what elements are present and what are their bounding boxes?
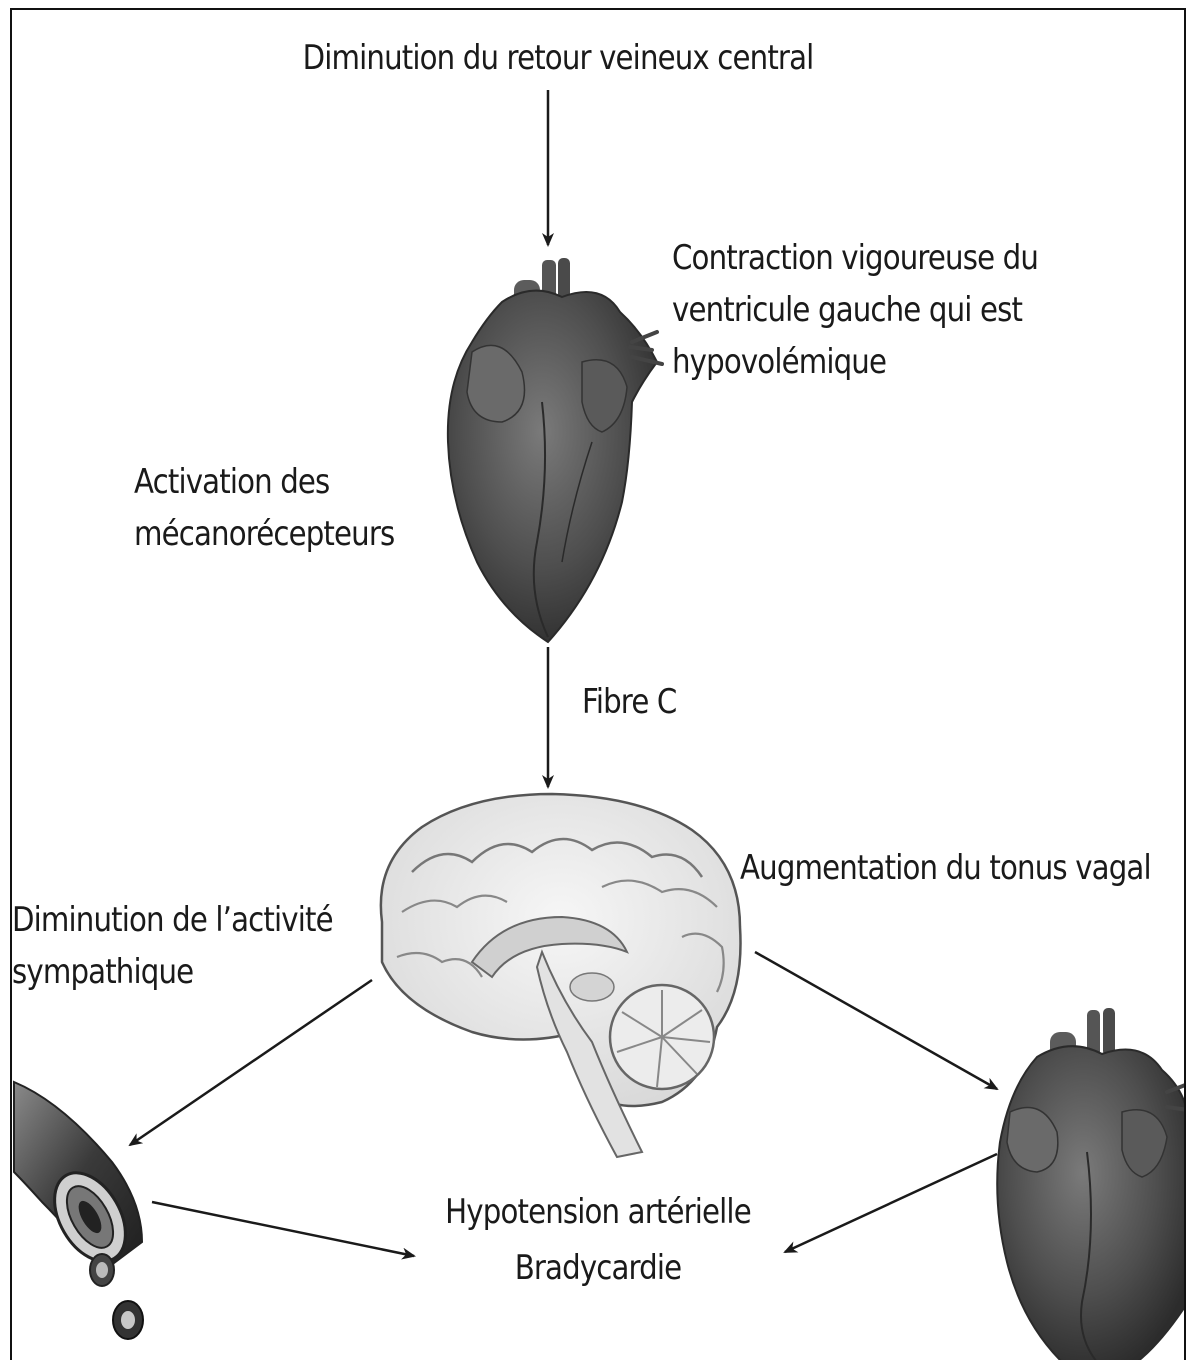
result-label-line-2: Bradycardie (340, 1242, 856, 1294)
arrow-brain-to-vessel (130, 980, 372, 1145)
contraction-label-line-1: Contraction vigoureuse du (672, 232, 1038, 284)
activation-label-line-1: Activation des (134, 456, 329, 508)
sympathetic-label-line-2: sympathique (12, 946, 193, 998)
blood-vessel-illustration (14, 1082, 143, 1339)
activation-label-line-2: mécanorécepteurs (134, 508, 394, 560)
heart-illustration-bottom (997, 1008, 1186, 1360)
fibre-c-label: Fibre C (582, 676, 676, 728)
result-label-line-1: Hypotension artérielle (340, 1186, 856, 1238)
vagal-tone-label: Augmentation du tonus vagal (740, 842, 1151, 894)
diagram-frame: Diminution du retour veineux central Con… (10, 8, 1186, 1360)
contraction-label-line-3: hypovolémique (672, 336, 886, 388)
sympathetic-label-line-1: Diminution de l’activité (12, 894, 333, 946)
arrow-brain-to-heart (755, 952, 997, 1089)
top-label: Diminution du retour veineux central (257, 32, 859, 84)
heart-illustration-top (448, 258, 662, 642)
contraction-label-line-2: ventricule gauche qui est (672, 284, 1022, 336)
brain-illustration (381, 794, 741, 1157)
